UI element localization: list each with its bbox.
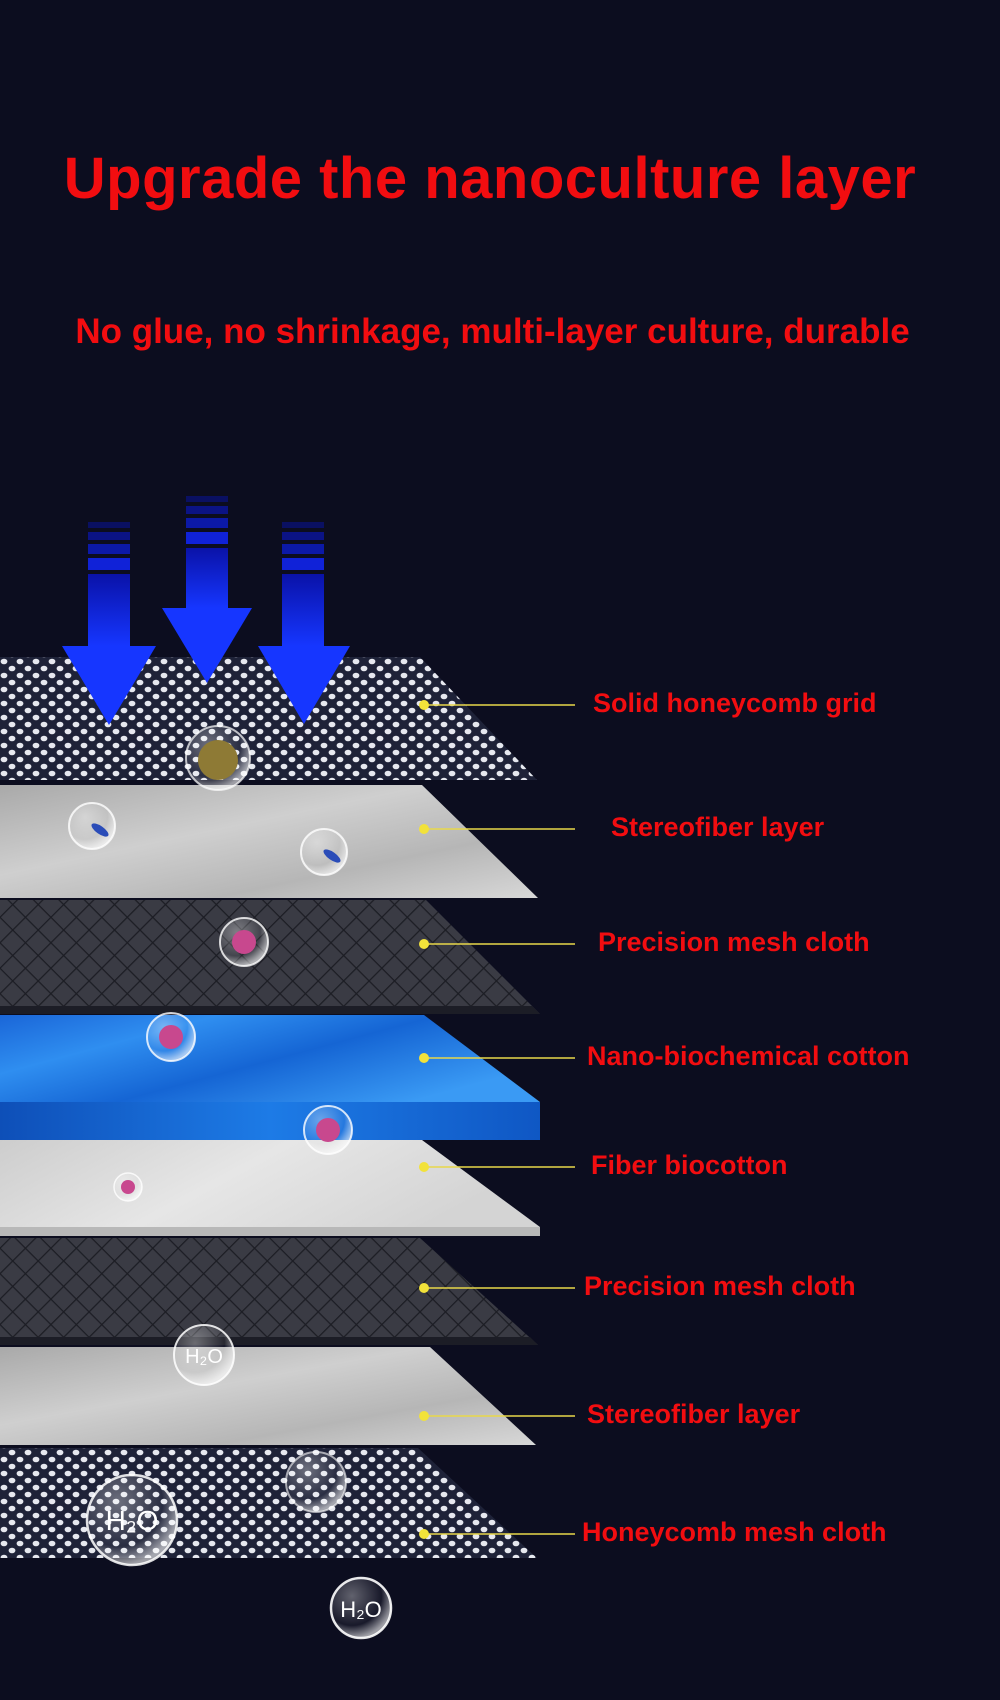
leader-dot: [419, 700, 429, 710]
water-bubble-label: H₂O: [106, 1505, 159, 1536]
layer-label: Nano-biochemical cotton: [587, 1043, 910, 1070]
leader-dot: [419, 1529, 429, 1539]
layer-precision-mesh: [0, 900, 540, 1014]
virus-bubble: [147, 1013, 195, 1061]
layer-precision-mesh-2: [0, 1238, 538, 1345]
leader-dot: [419, 824, 429, 834]
layer-precision-mesh-2-edge: [0, 1337, 538, 1345]
layer-precision-mesh-edge: [0, 1006, 540, 1014]
virus-bubble: [304, 1106, 352, 1154]
leader-dot: [419, 1162, 429, 1172]
leader-dot: [419, 1411, 429, 1421]
water-bubble: [286, 1452, 346, 1512]
leader-dot: [419, 939, 429, 949]
bacteria-bubble: [69, 803, 115, 849]
layer-label: Stereofiber layer: [611, 814, 824, 841]
water-bubble: H₂O: [331, 1578, 391, 1638]
water-bubble: H₂O: [174, 1325, 234, 1385]
water-bubble-label: H₂O: [340, 1597, 382, 1622]
water-bubble: H₂O: [87, 1475, 177, 1565]
arrow-down-icon: [162, 496, 252, 683]
dust-particle-bubble: [186, 726, 250, 790]
leader-dot: [419, 1053, 429, 1063]
layer-blue-cotton-side: [0, 1102, 540, 1140]
leader-dot: [419, 1283, 429, 1293]
layer-label: Solid honeycomb grid: [593, 690, 877, 717]
bacteria-bubble: [301, 829, 347, 875]
water-bubble-label: H₂O: [185, 1346, 223, 1368]
layer-stereofiber-2: [0, 1347, 536, 1445]
layer-label: Honeycomb mesh cloth: [582, 1519, 887, 1546]
layer-label: Precision mesh cloth: [584, 1273, 856, 1300]
layer-label: Stereofiber layer: [587, 1401, 800, 1428]
layer-label: Fiber biocotton: [591, 1152, 787, 1179]
virus-bubble: [220, 918, 268, 966]
layer-honeycomb-mesh: [0, 1448, 537, 1558]
layer-label: Precision mesh cloth: [598, 929, 870, 956]
layer-fiber-biocotton: [0, 1140, 540, 1227]
virus-bubble: [114, 1173, 142, 1201]
layer-fiber-biocotton-side: [0, 1227, 540, 1236]
